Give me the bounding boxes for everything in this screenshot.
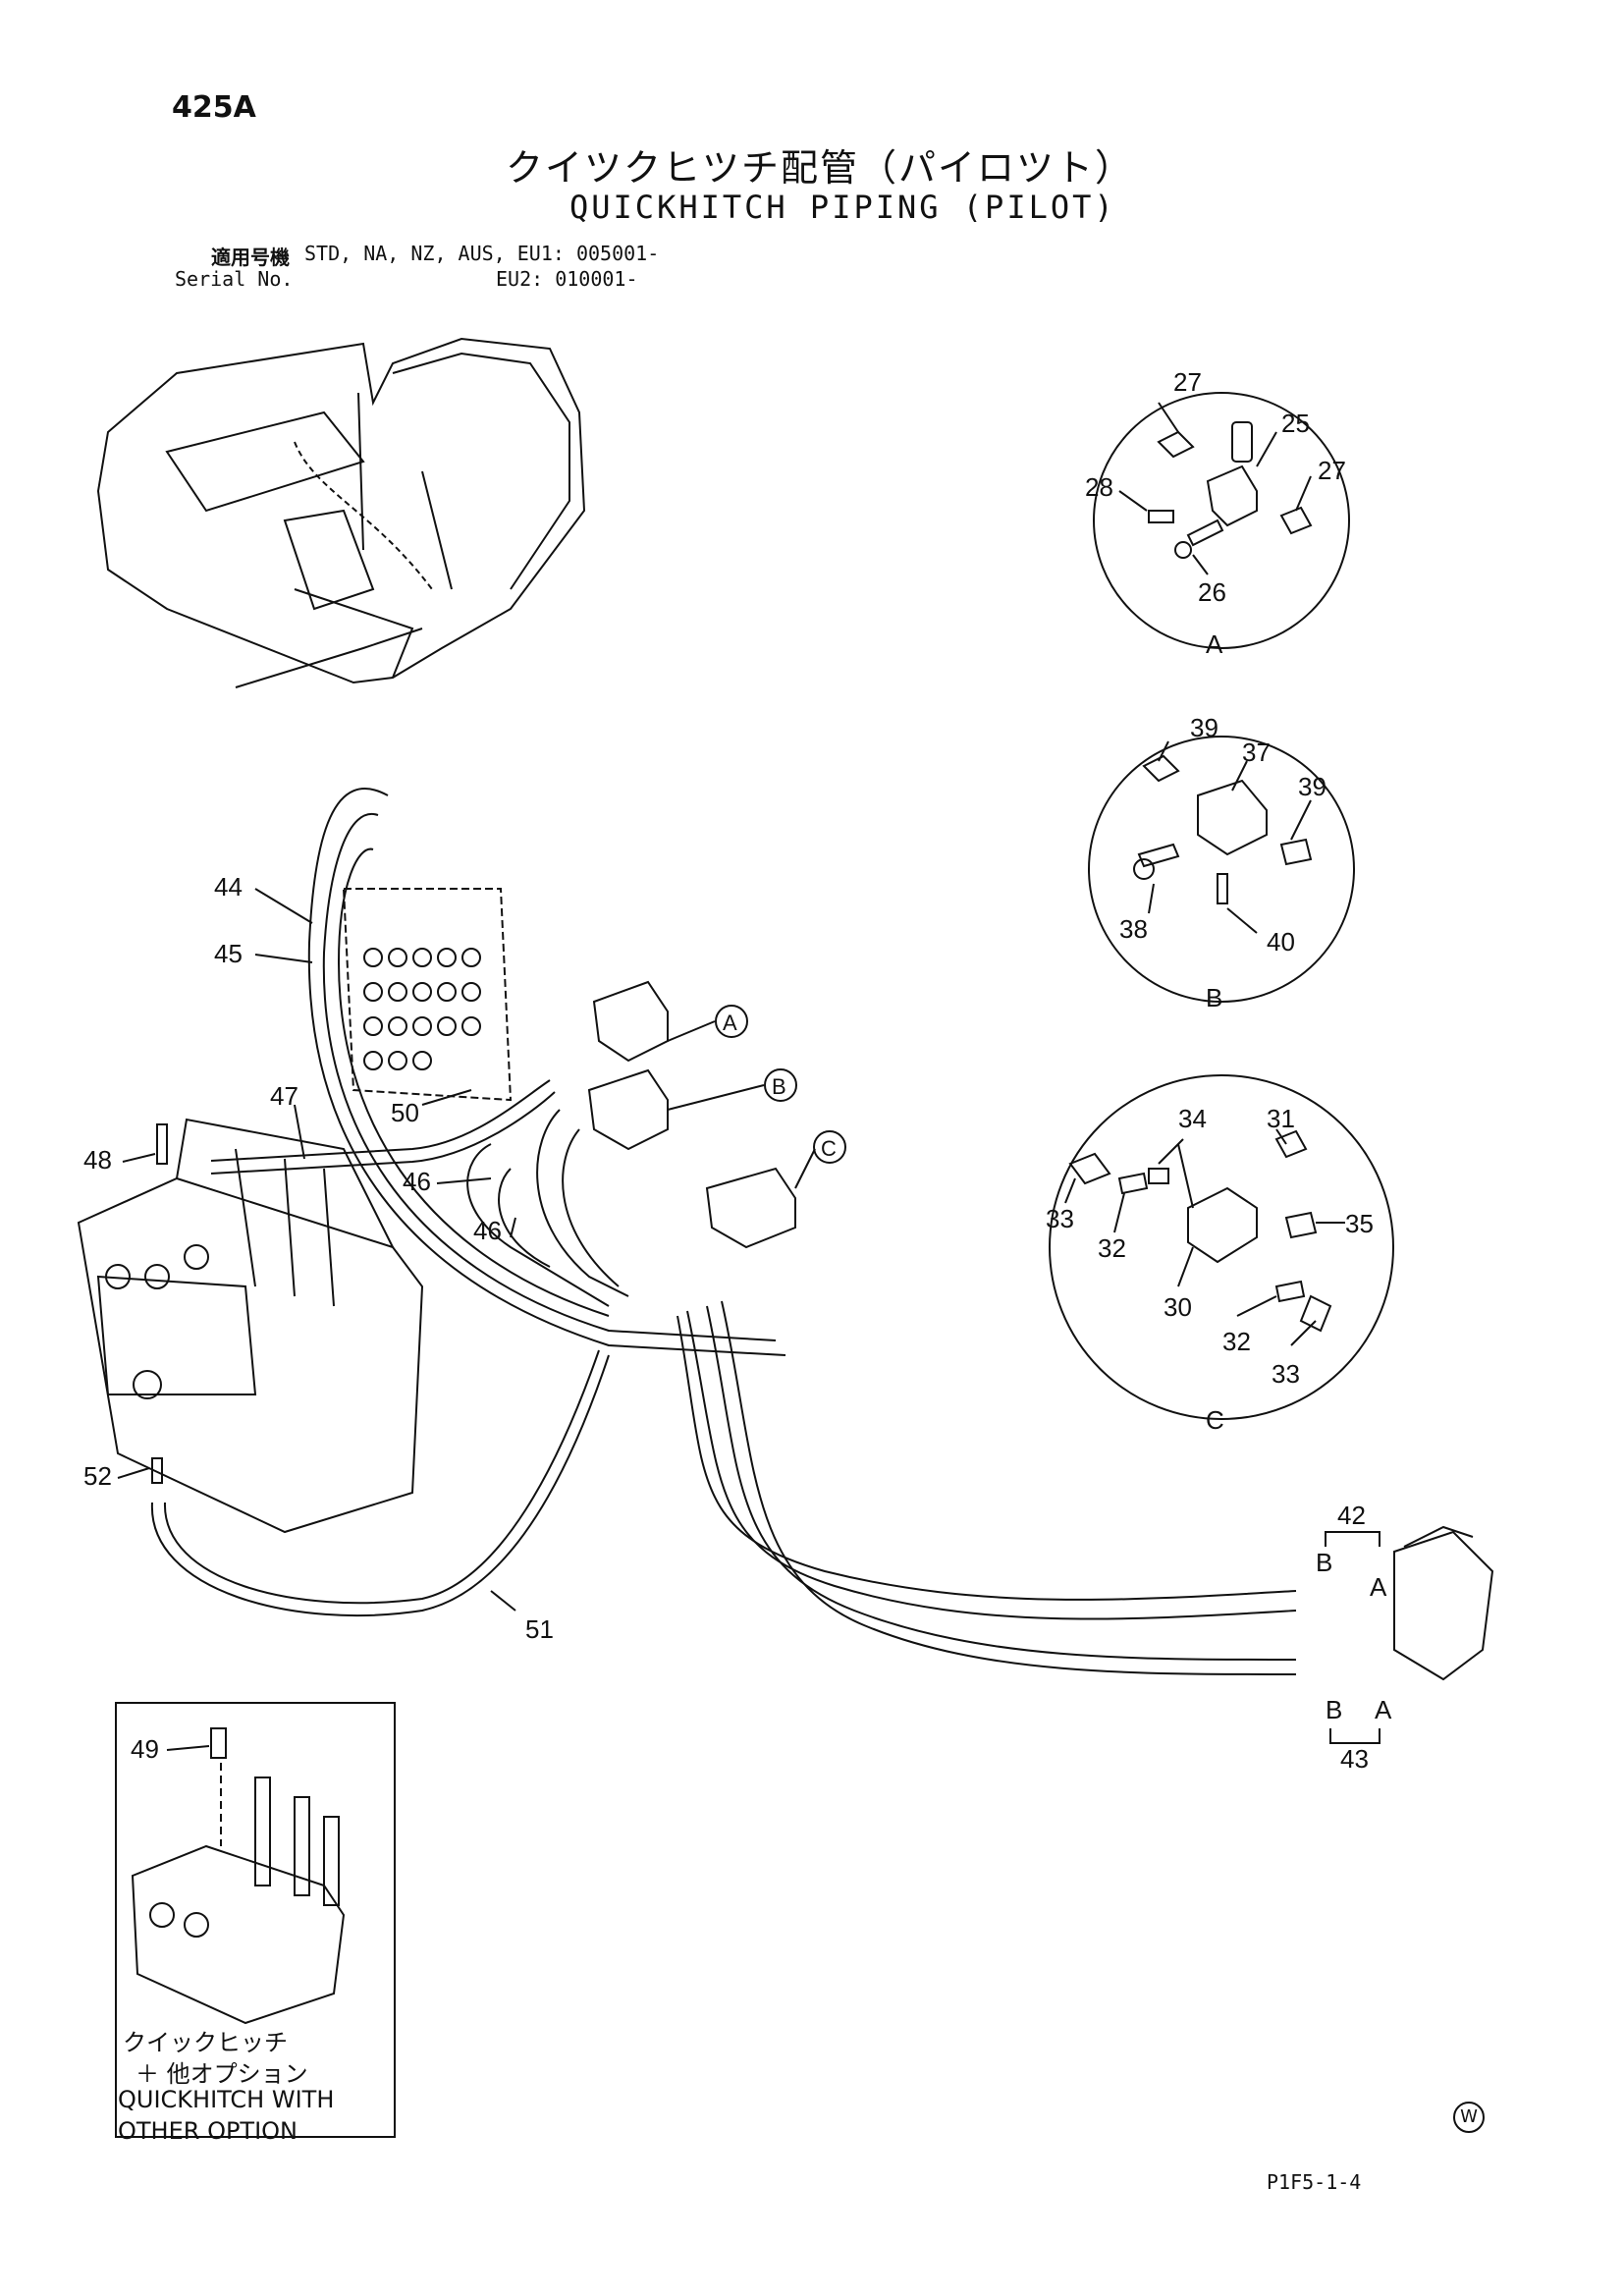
inset-caption-en-1: QUICKHITCH WITH bbox=[118, 2086, 335, 2113]
callout-35: 35 bbox=[1345, 1209, 1374, 1238]
ref-bubble-c: C bbox=[821, 1136, 837, 1161]
callout-27b: 27 bbox=[1318, 456, 1346, 485]
callout-50: 50 bbox=[391, 1098, 419, 1127]
callout-30: 30 bbox=[1164, 1292, 1192, 1322]
figure-code: P1F5-1-4 bbox=[1267, 2170, 1362, 2194]
detail-view-a bbox=[1093, 392, 1350, 649]
port-a-top: A bbox=[1370, 1572, 1387, 1602]
callout-33b: 33 bbox=[1272, 1359, 1300, 1389]
callout-38: 38 bbox=[1119, 914, 1148, 944]
port-b-bottom: B bbox=[1326, 1695, 1342, 1724]
detail-c-label: C bbox=[1206, 1405, 1224, 1435]
callout-32b: 32 bbox=[1222, 1327, 1251, 1356]
watermark-circle-w: W bbox=[1453, 2102, 1485, 2133]
detail-view-c bbox=[1049, 1074, 1394, 1420]
title-japanese: クイツクヒツチ配管（パイロツト） bbox=[506, 146, 1135, 190]
callout-43: 43 bbox=[1340, 1744, 1369, 1774]
serial-line-1: STD, NA, NZ, AUS, EU1: 005001- bbox=[304, 242, 660, 265]
callout-39b: 39 bbox=[1298, 772, 1326, 801]
callout-33a: 33 bbox=[1046, 1204, 1074, 1233]
callout-26: 26 bbox=[1198, 577, 1226, 607]
port-a-bottom: A bbox=[1375, 1695, 1392, 1724]
serial-label-en: Serial No. bbox=[175, 267, 294, 291]
callout-48: 48 bbox=[83, 1145, 112, 1175]
pilot-valve-fittings bbox=[363, 948, 481, 1070]
detail-view-b bbox=[1088, 736, 1355, 1003]
callout-46a: 46 bbox=[403, 1167, 431, 1196]
callout-46b: 46 bbox=[473, 1216, 502, 1245]
inset-caption-jp-1: クイックヒッチ bbox=[123, 2029, 288, 2056]
callout-44: 44 bbox=[214, 872, 243, 902]
title-english: QUICKHITCH PIPING (PILOT) bbox=[569, 189, 1116, 226]
callout-45: 45 bbox=[214, 939, 243, 968]
callout-52: 52 bbox=[83, 1461, 112, 1491]
main-piping bbox=[77, 788, 1494, 1744]
callout-49: 49 bbox=[131, 1734, 159, 1764]
inset-caption-en-2: OTHER OPTION bbox=[118, 2117, 298, 2145]
port-b-top: B bbox=[1316, 1548, 1332, 1577]
ref-bubble-b: B bbox=[772, 1074, 786, 1099]
ref-bubble-a: A bbox=[723, 1011, 737, 1035]
callout-40: 40 bbox=[1267, 927, 1295, 957]
callout-32a: 32 bbox=[1098, 1233, 1126, 1263]
callout-37: 37 bbox=[1242, 738, 1271, 767]
callout-27a: 27 bbox=[1173, 367, 1202, 397]
callout-28: 28 bbox=[1085, 472, 1113, 502]
detail-a-label: A bbox=[1206, 629, 1223, 659]
callout-34: 34 bbox=[1178, 1104, 1207, 1133]
page-number: 425A bbox=[172, 90, 256, 125]
excavator-overview bbox=[96, 337, 586, 688]
callout-51: 51 bbox=[525, 1614, 554, 1644]
callout-42: 42 bbox=[1337, 1501, 1366, 1530]
serial-label-jp: 適用号機 bbox=[211, 246, 290, 269]
inset-caption-jp-2: ＋ 他オプション bbox=[135, 2060, 308, 2088]
callout-47: 47 bbox=[270, 1081, 298, 1111]
callout-31: 31 bbox=[1267, 1104, 1295, 1133]
serial-line-2: EU2: 010001- bbox=[496, 267, 638, 291]
detail-b-label: B bbox=[1206, 983, 1222, 1012]
inset-option-drawing bbox=[131, 1727, 346, 2025]
inset-option-box bbox=[115, 1702, 396, 2138]
callout-39a: 39 bbox=[1190, 713, 1218, 742]
callout-25: 25 bbox=[1281, 409, 1310, 438]
